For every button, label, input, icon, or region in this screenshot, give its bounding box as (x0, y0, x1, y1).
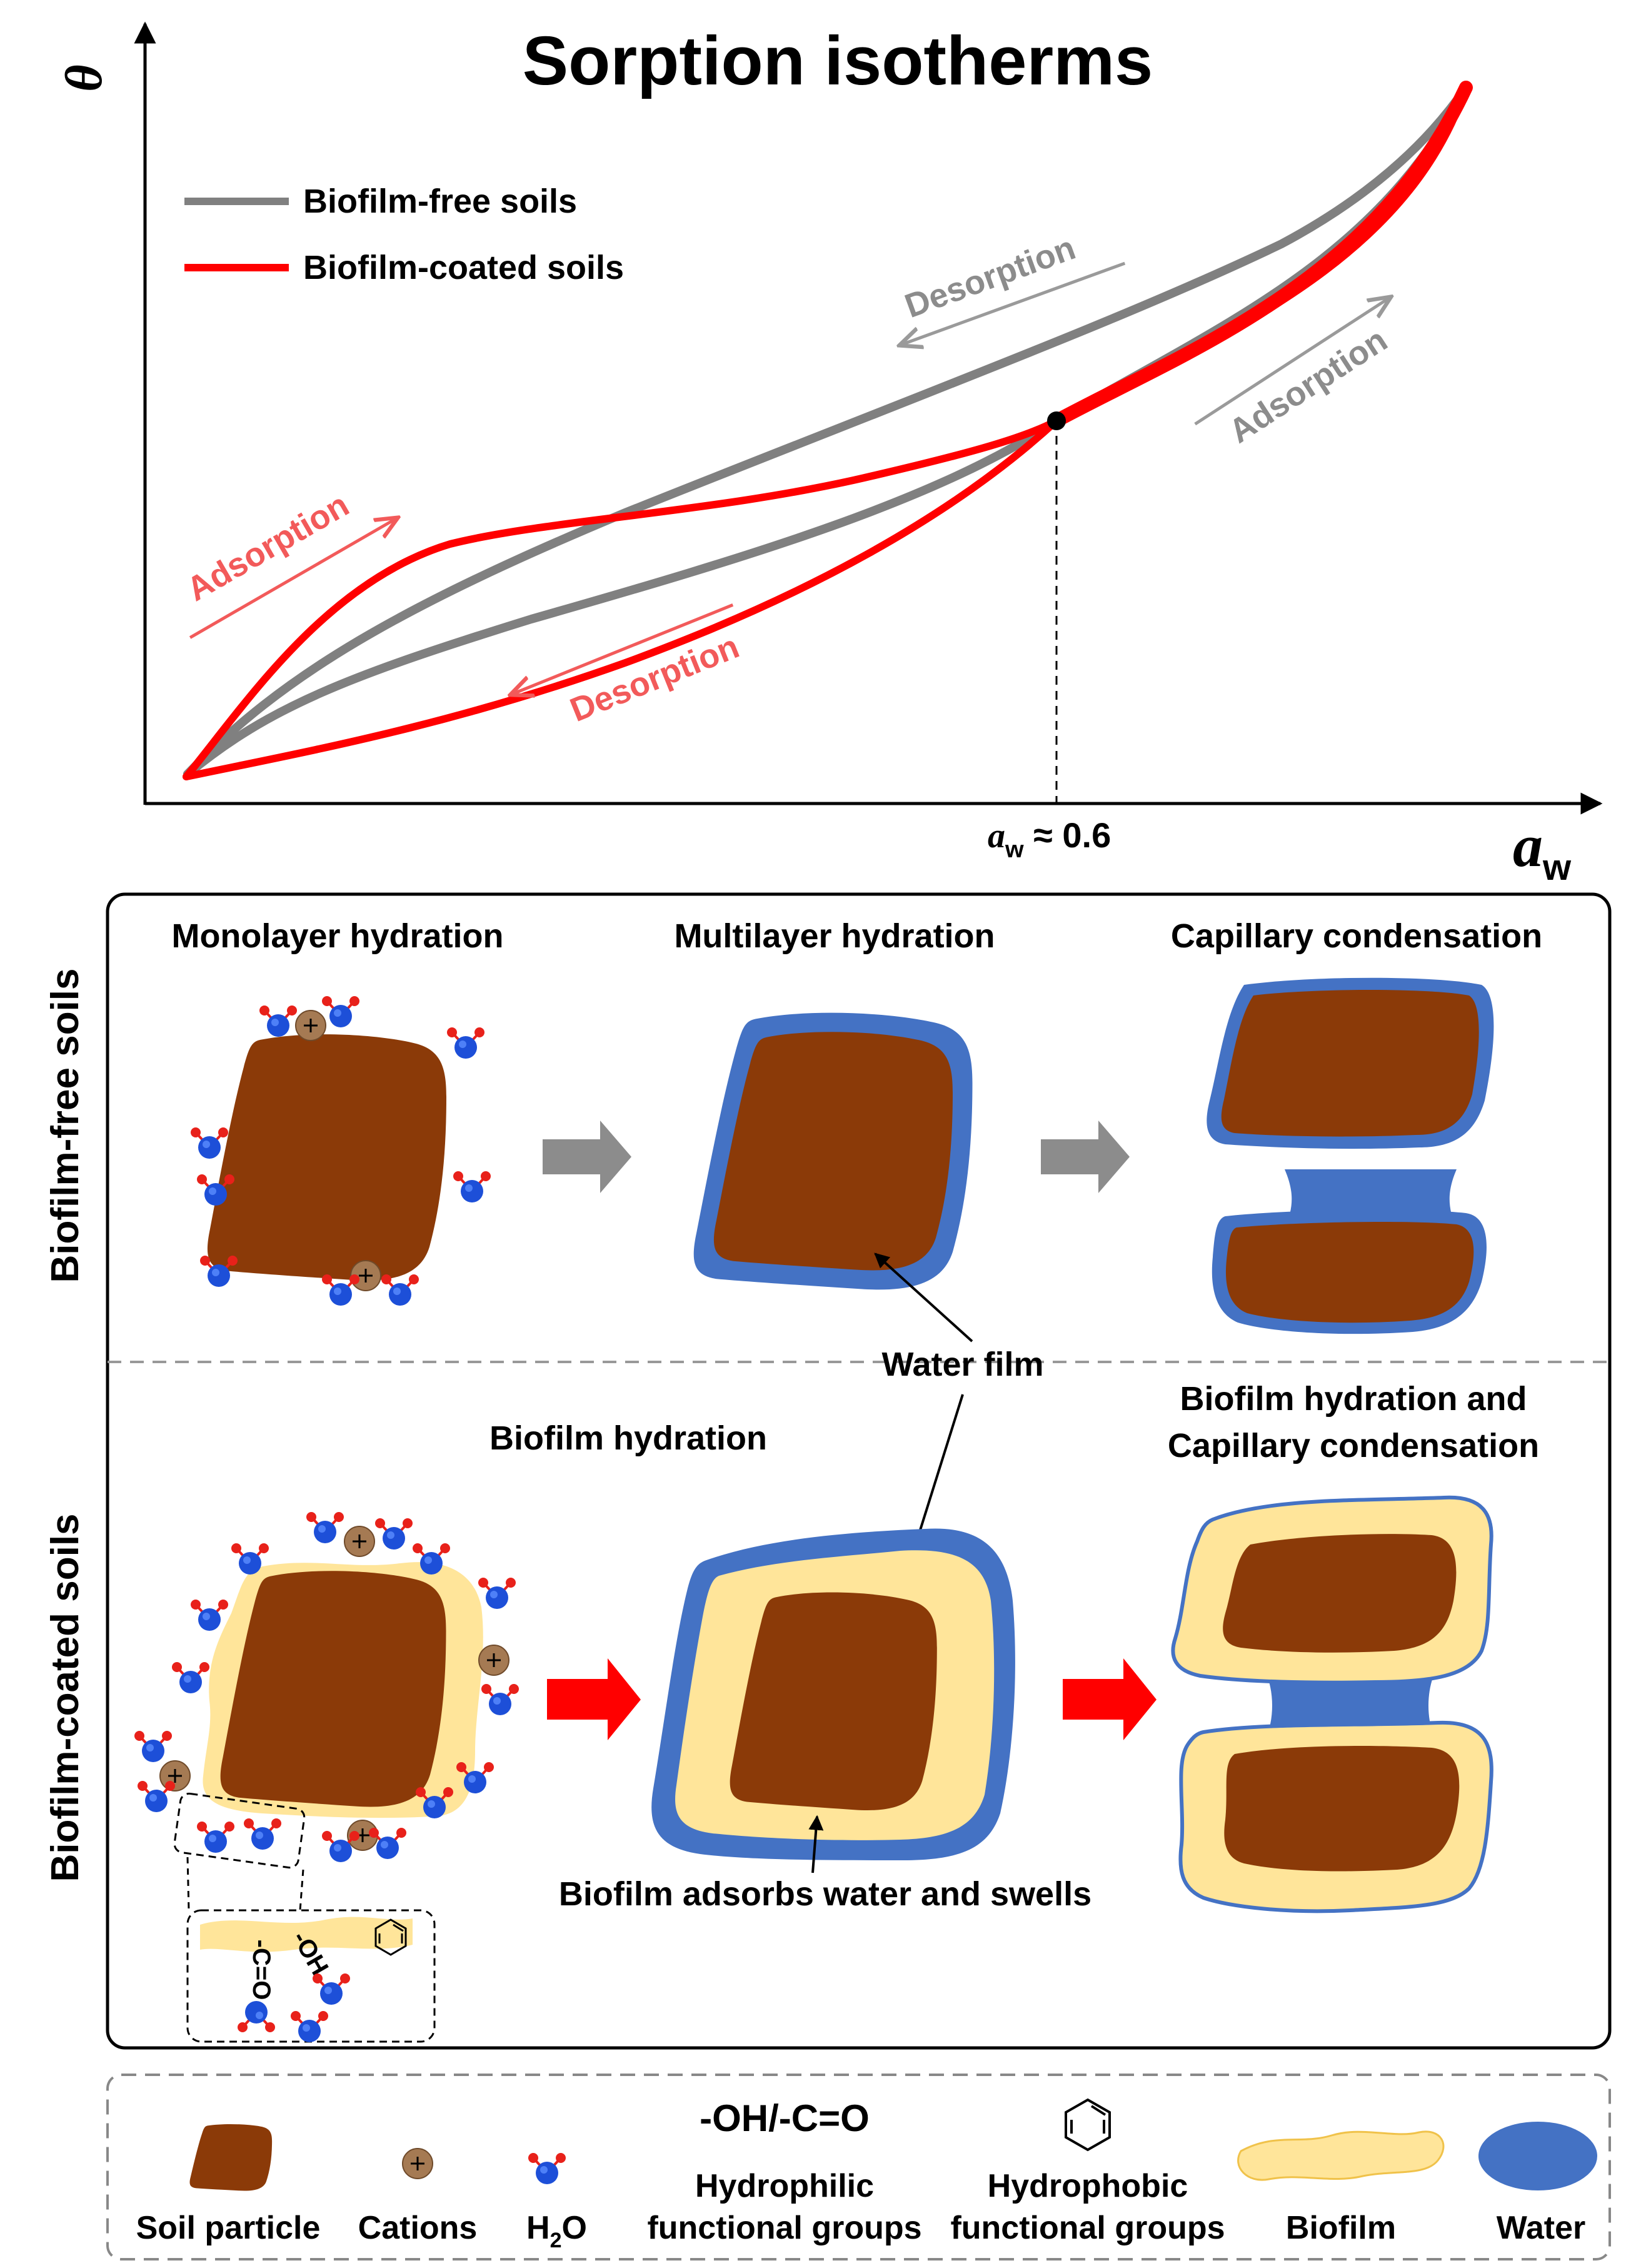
water-molecule (171, 1661, 211, 1695)
red-desorption-arrow (513, 603, 734, 693)
inset-biofilm-strip (200, 1917, 413, 1952)
legend-soil-icon (189, 2124, 273, 2191)
water-film-pointer (910, 1394, 964, 1556)
legend-hydrophobic-label-2: functional groups (950, 2210, 1225, 2246)
x-axis-label: aw (1513, 812, 1572, 888)
cation (294, 1009, 327, 1042)
gray-desorption-arrow (901, 261, 1126, 345)
stage-title-monolayer: Monolayer hydration (171, 917, 503, 955)
legend-label-red: Biofilm-coated soils (303, 249, 624, 286)
benzene-ring-icon (374, 1918, 407, 1956)
multilayer-particle-group (693, 1012, 973, 1290)
red-process-arrow (1063, 1658, 1157, 1740)
legend-frame (106, 2074, 1611, 2260)
gray-process-arrow (543, 1121, 631, 1193)
chart-title: Sorption isotherms (523, 23, 1153, 99)
biofilm-capillary-group (1171, 1495, 1493, 1913)
legend-benzene-icon (1065, 2098, 1111, 2152)
gray-adsorption-label: Adsorption (1222, 321, 1393, 450)
soil-particle (1221, 990, 1479, 1137)
soil-particle (1223, 1534, 1457, 1653)
water-molecule (477, 1576, 517, 1610)
water-molecule (305, 1511, 345, 1545)
threshold-label: aw ≈ 0.6 (988, 815, 1111, 863)
water-molecule (380, 1273, 420, 1307)
inset-carbonyl-label: -C=O (248, 1940, 275, 2000)
row-label-biofilm-free: Biofilm-free soils (44, 969, 87, 1283)
red-adsorption-annotation: Adsorption (181, 486, 396, 639)
legend-biofilm-icon (1237, 2130, 1445, 2181)
legend-cation-icon (401, 2147, 434, 2180)
red-adsorption-arrow (189, 519, 396, 639)
legend-label-gray: Biofilm-free soils (303, 183, 577, 220)
intersection-point (1047, 411, 1066, 430)
stage-title-multilayer: Multilayer hydration (674, 917, 995, 955)
legend-soil-label: Soil particle (136, 2210, 321, 2246)
red-overlap-thick (1050, 81, 1473, 428)
gray-desorption-curve (183, 83, 1470, 779)
cation (478, 1644, 510, 1676)
soil-particle (713, 1032, 953, 1271)
functional-group-inset: -C=O -OH (186, 1909, 436, 2044)
red-adsorption-label: Adsorption (181, 486, 355, 608)
capillary-particle-group (1207, 977, 1494, 1334)
water-film-label: Water film (881, 1346, 1043, 1383)
soil-particle (730, 1592, 937, 1811)
water-molecule (189, 1598, 229, 1632)
red-process-arrow (547, 1658, 641, 1740)
gray-process-arrow (1041, 1121, 1130, 1193)
legend-hydrophilic-label-2: functional groups (647, 2210, 921, 2246)
legend-biofilm-label: Biofilm (1286, 2210, 1396, 2246)
legend-hydrophobic-label-1: Hydrophobic (988, 2168, 1188, 2204)
soil-particle (207, 1034, 447, 1281)
legend-hydrophilic-formula: -OH/-C=O (700, 2097, 870, 2139)
symbol-legend: Soil particle Cations H2O -OH/-C=O Hydro… (106, 2074, 1611, 2260)
soil-particle (220, 1571, 446, 1807)
stage-title-biofilm-capillary-line2: Capillary condensation (1168, 1427, 1539, 1464)
row-label-biofilm-coated: Biofilm-coated soils (44, 1513, 87, 1882)
cation (159, 1760, 191, 1792)
water-molecule (236, 2000, 276, 2034)
sorption-chart: Sorption isotherms θ aw Biofilm-free soi… (55, 21, 1603, 888)
panel-frame (106, 892, 1612, 2050)
legend-h2o-icon (527, 2152, 567, 2185)
y-axis-label: θ (55, 64, 113, 92)
cation (343, 1525, 376, 1558)
legend-hydrophilic-label-1: Hydrophilic (695, 2168, 874, 2204)
biofilm-swells-pointer (808, 1815, 824, 1873)
hydration-panel: Biofilm-free soils Biofilm-coated soils … (44, 892, 1612, 2050)
biofilm-swells-label: Biofilm adsorbs water and swells (559, 1875, 1091, 1913)
legend-h2o-label: H2O (526, 2210, 587, 2252)
water-molecule (446, 1026, 486, 1060)
swollen-biofilm-group (651, 1528, 1015, 1860)
water-molecule (289, 2010, 329, 2044)
zoom-connector (299, 1869, 304, 1911)
stage-title-biofilm-hydration: Biofilm hydration (489, 1419, 767, 1457)
water-molecule (136, 1780, 176, 1813)
legend-water-label: Water (1497, 2210, 1586, 2246)
gray-adsorption-arrow (1194, 298, 1389, 426)
water-molecule (258, 1004, 298, 1038)
soil-particle (1225, 1221, 1474, 1323)
water-molecule (452, 1170, 492, 1204)
soil-particle (1224, 1746, 1460, 1872)
water-molecule (133, 1730, 173, 1763)
monolayer-particle-group (189, 995, 492, 1307)
water-molecule (374, 1517, 414, 1551)
stage-title-capillary: Capillary condensation (1171, 917, 1542, 955)
stage-title-biofilm-capillary-line1: Biofilm hydration and (1180, 1380, 1527, 1418)
legend-water-icon (1478, 2122, 1597, 2190)
water-molecule (189, 1126, 229, 1160)
water-molecule (321, 995, 361, 1029)
water-molecule (311, 1972, 351, 2006)
zoom-connector (186, 1857, 190, 1911)
water-film-pointer (874, 1252, 973, 1343)
water-molecule (196, 1820, 236, 1854)
legend-cation-label: Cations (358, 2210, 478, 2246)
biofilm-particle-group (133, 1511, 520, 1863)
water-molecule (243, 1817, 283, 1851)
water-molecule (480, 1683, 520, 1716)
zoom-source-box (173, 1792, 306, 1869)
